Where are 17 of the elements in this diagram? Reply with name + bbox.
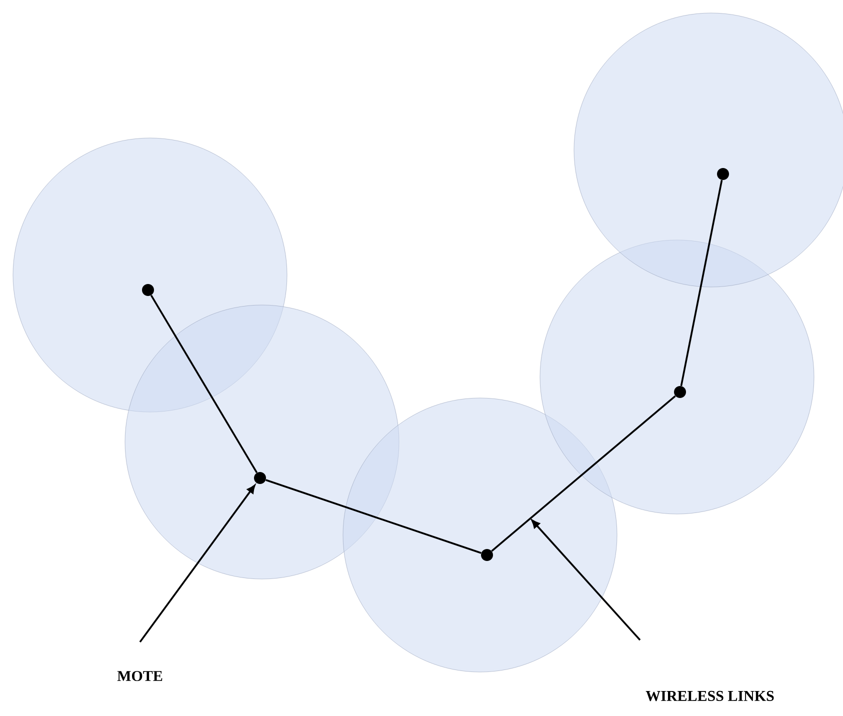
link-line bbox=[680, 180, 723, 386]
leader-arrow bbox=[531, 520, 641, 641]
range-circle bbox=[342, 398, 618, 672]
link-line bbox=[491, 395, 676, 552]
link-line bbox=[150, 294, 258, 474]
mote-dot bbox=[717, 168, 729, 180]
range-circle bbox=[12, 138, 288, 412]
label-text: MOTE bbox=[117, 670, 162, 682]
mote-dot bbox=[481, 549, 493, 561]
mote-dot bbox=[254, 472, 266, 484]
leader-arrow bbox=[139, 484, 256, 643]
label-text: WIRELESS LINKS bbox=[646, 690, 774, 702]
range-circle bbox=[124, 304, 400, 580]
mote-dot bbox=[674, 386, 686, 398]
range-circle bbox=[574, 12, 843, 288]
link-line bbox=[266, 479, 482, 554]
mote-dot bbox=[142, 284, 154, 296]
